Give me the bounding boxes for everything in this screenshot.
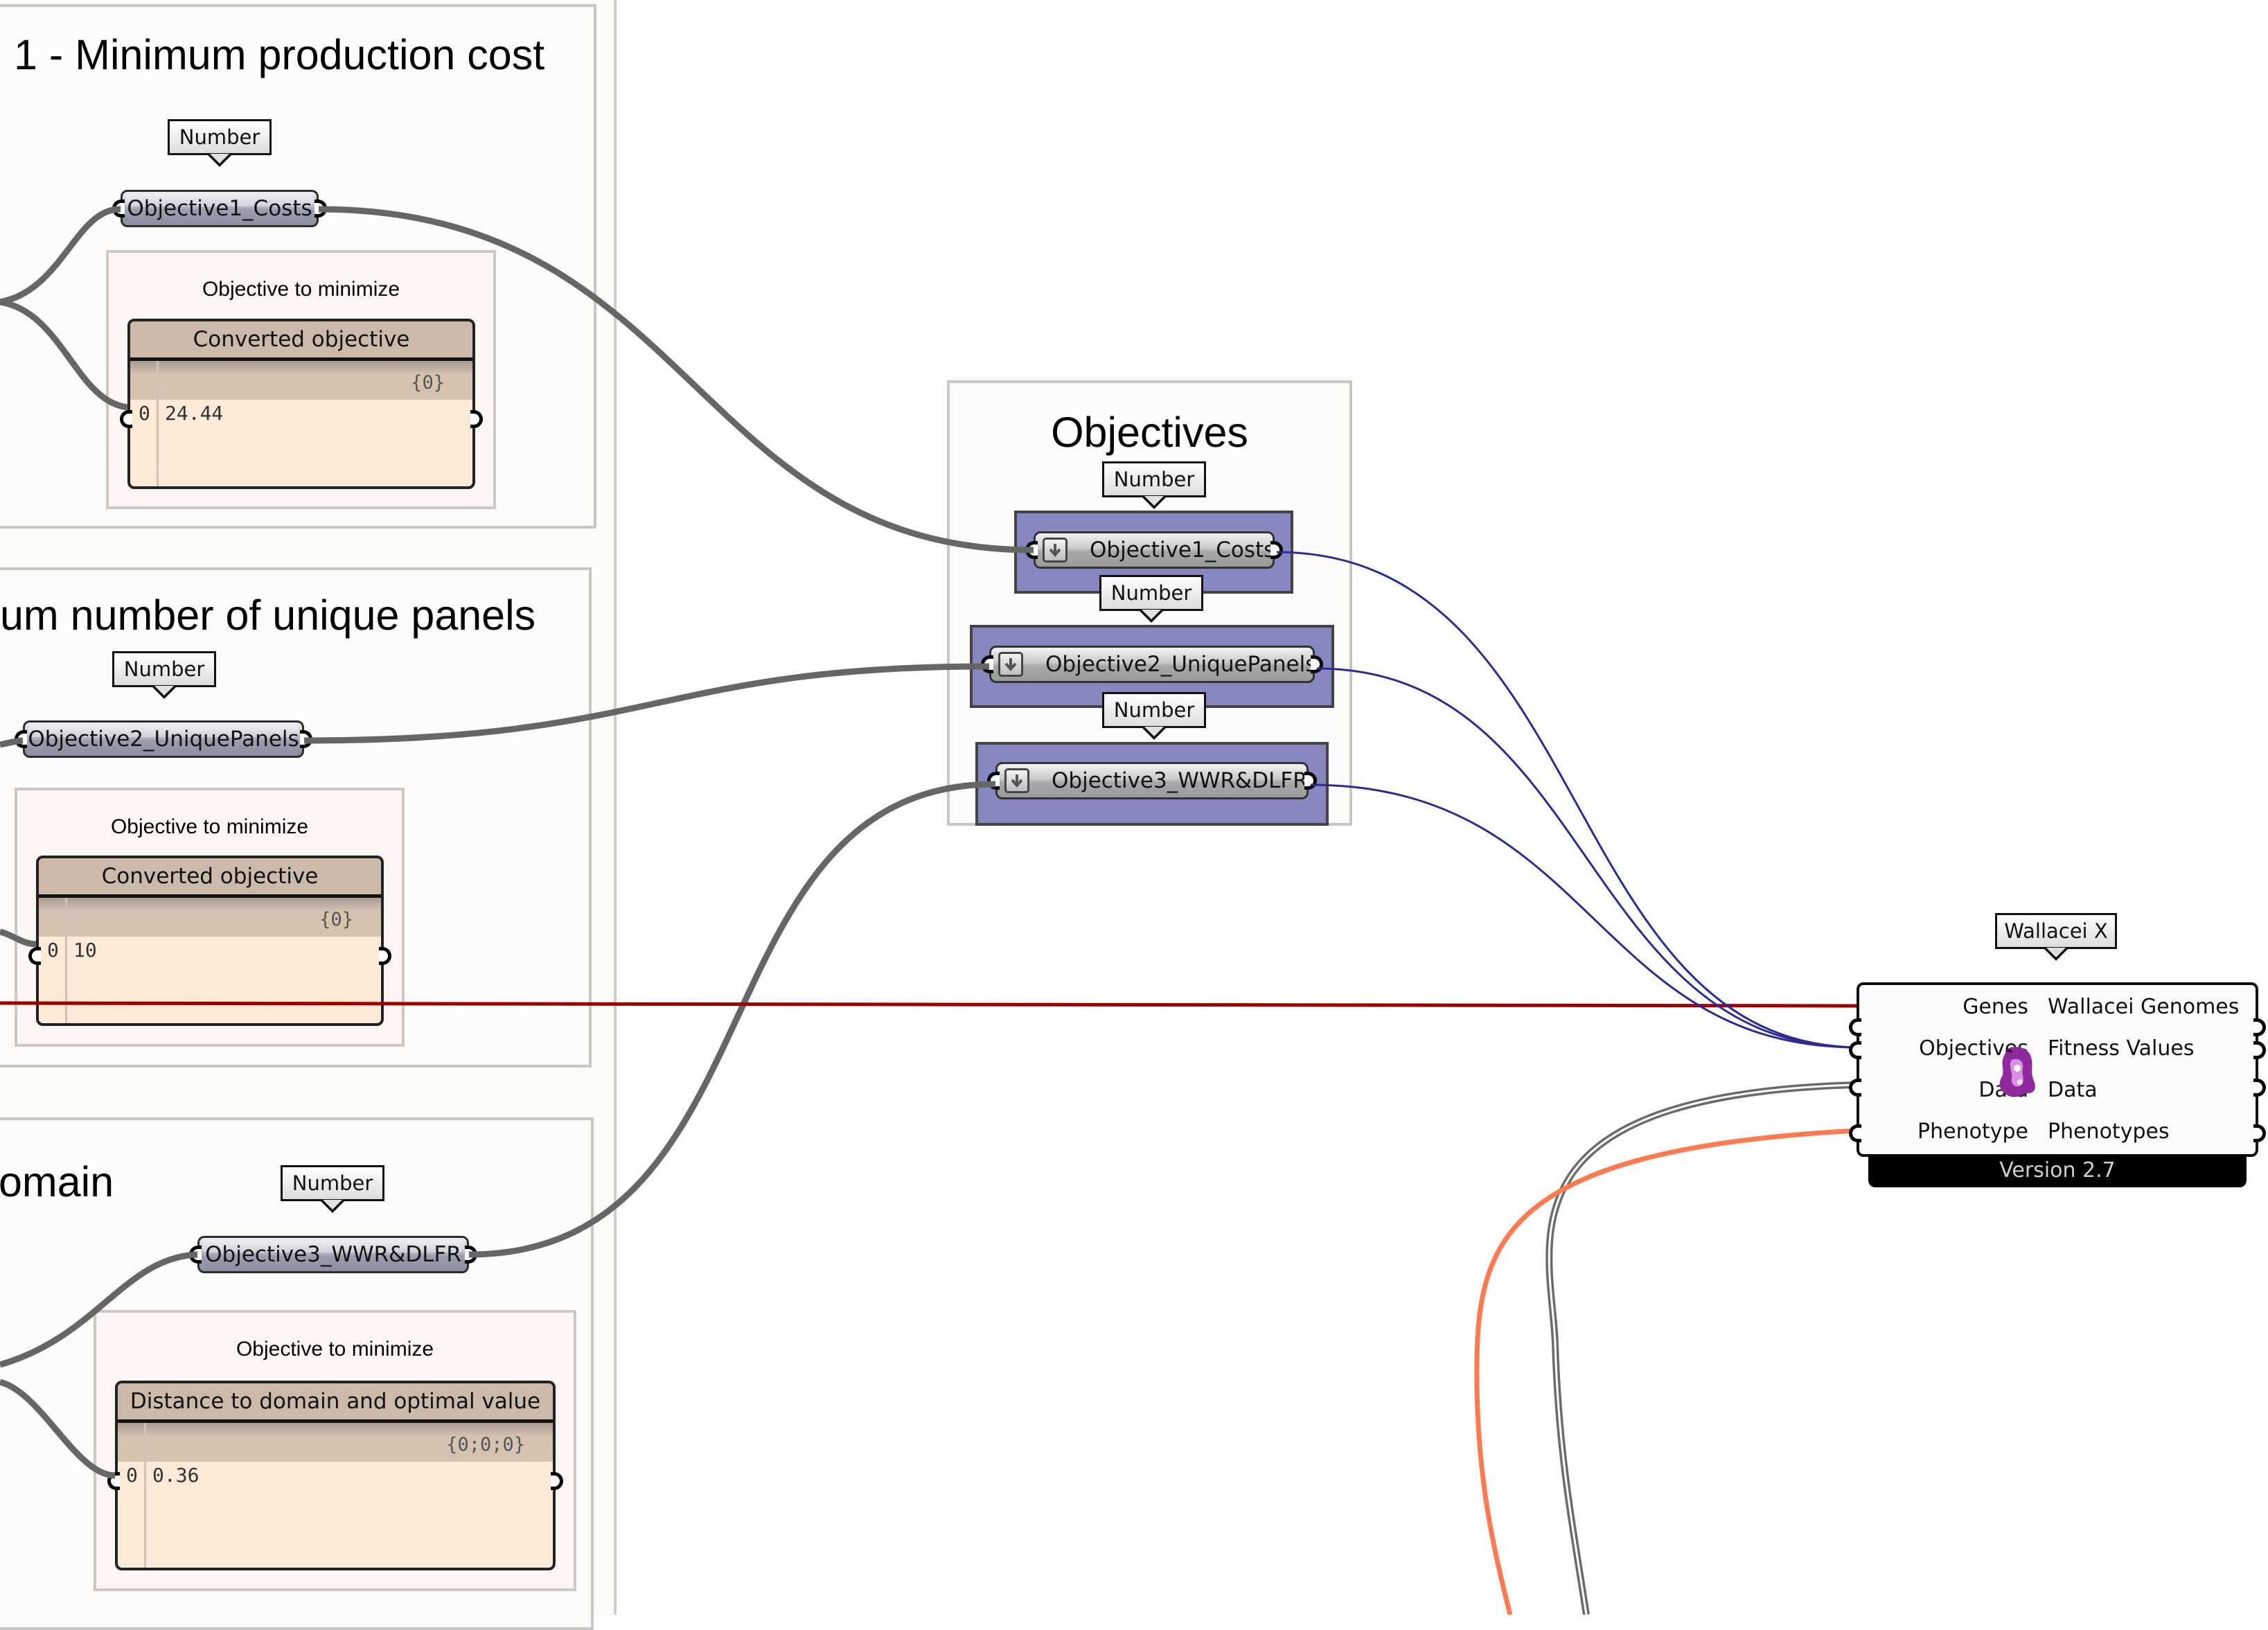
wallacei-logo-icon	[1995, 1045, 2039, 1100]
wire-gray-data	[1545, 1081, 1859, 1615]
group-title: Objectives	[1051, 409, 1248, 456]
wire-gray	[0, 299, 128, 411]
panel-row-index: 0	[126, 1464, 138, 1487]
wire-blue-objective1	[1276, 551, 1859, 1049]
param-type-tag: Number	[1102, 461, 1206, 509]
param-shine	[202, 1240, 464, 1252]
group-title: um number of unique panels	[0, 592, 536, 639]
input-grip[interactable]	[120, 410, 132, 428]
param-shine	[28, 725, 299, 737]
panel-index-divider	[65, 898, 67, 1023]
wire-gray-data-inner	[1548, 1083, 1859, 1615]
wire-blue-objective2	[1316, 667, 1859, 1049]
component-name-tag: Wallacei X	[1995, 913, 2117, 961]
objectives-input-grip[interactable]	[1849, 1041, 1861, 1059]
objective3-wwr-dlfr-param[interactable]: Objective3_WWR&DLFR	[189, 1236, 477, 1273]
genes-input-grip[interactable]	[1849, 1018, 1861, 1036]
wire-red-genes	[0, 1001, 1857, 1008]
data-input-grip[interactable]	[1849, 1079, 1861, 1097]
subgroup-title: Objective to minimize	[110, 815, 309, 838]
phenotypes-output-grip[interactable]	[2253, 1124, 2266, 1142]
objectives-objective1-costs[interactable]: Objective1_Costs	[1025, 531, 1283, 569]
panel-tree-path: {0}	[130, 361, 472, 400]
wire-gray	[0, 1379, 116, 1479]
panel-row-value: 24.44	[165, 402, 224, 425]
param-label: Objective2_UniquePanels	[28, 727, 299, 752]
group-title: omain	[0, 1158, 114, 1205]
panel-tree-path: {0}	[39, 898, 381, 937]
param-type-tag: Number	[1102, 692, 1206, 740]
panel-tree-path: {0;0;0}	[118, 1423, 553, 1462]
panel-header: Converted objective	[130, 321, 472, 361]
download-arrow-icon[interactable]	[1004, 768, 1029, 793]
wire-gray	[0, 737, 24, 748]
panel-index-divider	[144, 1423, 146, 1568]
wire-orange-phenotype	[1474, 1128, 1859, 1615]
param-label: Objective1_Costs	[127, 196, 312, 221]
output-label-data[interactable]: Data	[2048, 1078, 2098, 1102]
subgroup-title: Objective to minimize	[236, 1338, 434, 1361]
fitness-output-grip[interactable]	[2253, 1041, 2266, 1059]
input-label-phenotype[interactable]: Phenotype	[1917, 1119, 2028, 1144]
param-label: Objective2_UniquePanels	[1045, 652, 1317, 677]
param-type-tag: Number	[168, 119, 272, 167]
wire-gray-objective3	[468, 781, 996, 1258]
wire-gray	[0, 1251, 198, 1368]
download-arrow-icon[interactable]	[998, 652, 1023, 677]
param-label: Objective3_WWR&DLFR	[205, 1242, 461, 1267]
panel-distance-to-domain[interactable]: Distance to domain and optimal value {0;…	[107, 1381, 563, 1570]
panel-header: Distance to domain and optimal value	[118, 1383, 553, 1423]
panel-header: Converted objective	[39, 858, 381, 898]
data-output-grip[interactable]	[2253, 1079, 2266, 1097]
objective1-costs-param[interactable]: Objective1_Costs	[112, 190, 327, 227]
subgroup-title: Objective to minimize	[202, 278, 400, 301]
wire-gray	[0, 206, 121, 305]
param-shine	[125, 194, 314, 206]
input-grip[interactable]	[28, 947, 41, 965]
output-label-fitness-values[interactable]: Fitness Values	[2048, 1036, 2195, 1061]
output-label-phenotypes[interactable]: Phenotypes	[2048, 1119, 2170, 1144]
download-arrow-icon[interactable]	[1043, 538, 1067, 562]
output-label-wallacei-genomes[interactable]: Wallacei Genomes	[2048, 995, 2240, 1019]
phenotype-input-grip[interactable]	[1849, 1124, 1861, 1142]
wallacei-x-component[interactable]: Genes Objectives Data Phenotype Wallacei…	[1849, 982, 2266, 1157]
wire-blue-objective3	[1310, 783, 1859, 1049]
wire-gray	[0, 928, 37, 948]
input-label-genes[interactable]: Genes	[1963, 995, 2028, 1019]
objective2-uniquepanels-param[interactable]: Objective2_UniquePanels	[15, 720, 312, 758]
output-grip[interactable]	[1270, 541, 1283, 559]
panel-row-index: 0	[139, 402, 150, 425]
panel-row-value: 10	[73, 939, 97, 962]
panel-converted-objective[interactable]: Converted objective {0} 0 24.44	[120, 319, 483, 489]
group-title: 1 - Minimum production cost	[14, 31, 545, 78]
panel-index-divider	[157, 361, 159, 486]
genomes-output-grip[interactable]	[2253, 1018, 2266, 1036]
objectives-objective2-uniquepanels[interactable]: Objective2_UniquePanels	[981, 646, 1323, 683]
param-type-tag: Number	[112, 651, 216, 699]
panel-converted-objective[interactable]: Converted objective {0} 0 10	[28, 856, 391, 1026]
output-grip[interactable]	[470, 410, 483, 428]
wire-gray-objective2	[303, 663, 990, 744]
panel-row-value: 0.36	[152, 1464, 200, 1487]
output-grip[interactable]	[379, 947, 391, 965]
version-footer: Version 2.7	[1868, 1155, 2247, 1187]
param-type-tag: Number	[1099, 575, 1203, 623]
wire-gray-objective1	[318, 206, 1034, 553]
panel-row-index: 0	[47, 939, 59, 962]
output-grip[interactable]	[551, 1472, 563, 1490]
param-label: Objective3_WWR&DLFR	[1052, 768, 1308, 793]
param-label: Objective1_Costs	[1090, 538, 1275, 562]
param-type-tag: Number	[281, 1165, 384, 1213]
